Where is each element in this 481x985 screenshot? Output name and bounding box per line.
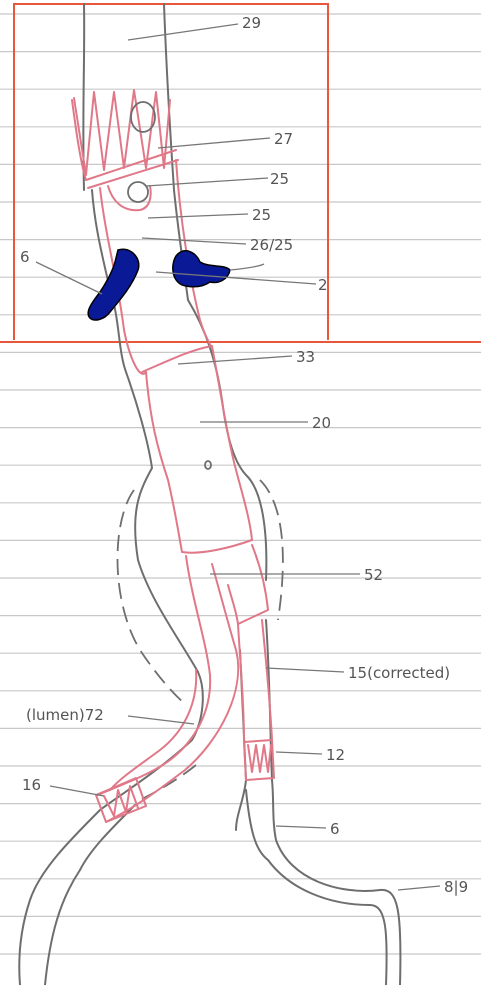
- label-27: 27: [274, 130, 293, 148]
- label-26-25: 26/25: [250, 236, 293, 254]
- label-2-top: 2: [318, 276, 328, 294]
- label-29: 29: [242, 14, 261, 32]
- left-occlusion: [88, 249, 139, 320]
- label-12: 12: [326, 746, 345, 764]
- right-occlusion: [173, 251, 230, 287]
- label-15-corrected: 15(corrected): [348, 664, 450, 682]
- label-25-lower: 25: [252, 206, 271, 224]
- label-16: 16: [22, 776, 41, 794]
- label-6-bottom: 6: [330, 820, 340, 838]
- label-20: 20: [312, 414, 331, 432]
- label-52: 52: [364, 566, 383, 584]
- label-8-9: 8|9: [444, 878, 468, 896]
- label-6-top: 6: [20, 248, 30, 266]
- label-lumen-72: (lumen)72: [26, 706, 104, 724]
- label-33: 33: [296, 348, 315, 366]
- labels: 29 27 25 25 26/25 6 2 33 20 52 15(correc…: [20, 14, 468, 896]
- vessel-outline: [19, 4, 400, 985]
- leader-lines: [36, 24, 440, 890]
- occlusion-markers: [88, 249, 230, 320]
- label-25-upper: 25: [270, 170, 289, 188]
- aneurysm-sac-outline: [117, 480, 282, 800]
